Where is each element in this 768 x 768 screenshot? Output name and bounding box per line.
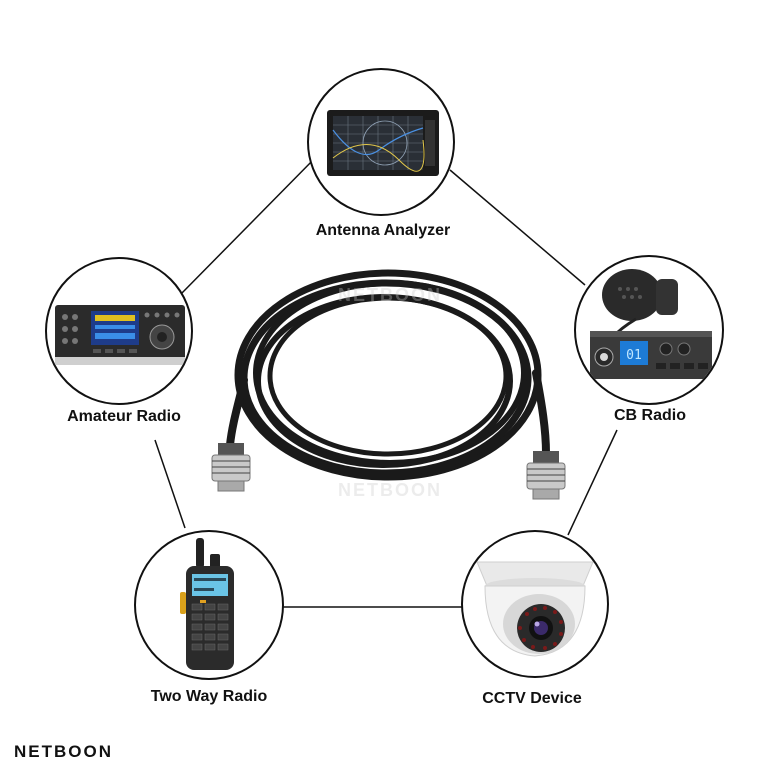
amateur-radio-icon (55, 305, 185, 365)
coaxial-cable-icon (211, 269, 566, 500)
label-antenna-analyzer: Antenna Analyzer (315, 222, 451, 239)
label-cctv-device: CCTV Device (482, 690, 582, 707)
watermark-top: NETBOON (338, 285, 442, 305)
label-two-way-radio: Two Way Radio (150, 688, 268, 705)
cb-radio-icon: 01 (590, 269, 712, 379)
node-cb-radio: 01 (574, 255, 724, 405)
label-cb-radio: CB Radio (614, 407, 686, 424)
node-cctv-device (461, 530, 609, 678)
watermark-bottom: NETBOON (338, 480, 442, 500)
brand-logo: NETBOON (14, 742, 113, 761)
node-antenna-analyzer (307, 68, 455, 216)
node-two-way-radio (134, 530, 284, 680)
cctv-camera-icon (476, 561, 594, 657)
two-way-radio-icon (180, 538, 234, 670)
label-amateur-radio: Amateur Radio (67, 408, 181, 425)
cb-channel-display: 01 (626, 348, 642, 363)
node-amateur-radio (45, 257, 193, 405)
antenna-analyzer-icon (327, 110, 439, 176)
